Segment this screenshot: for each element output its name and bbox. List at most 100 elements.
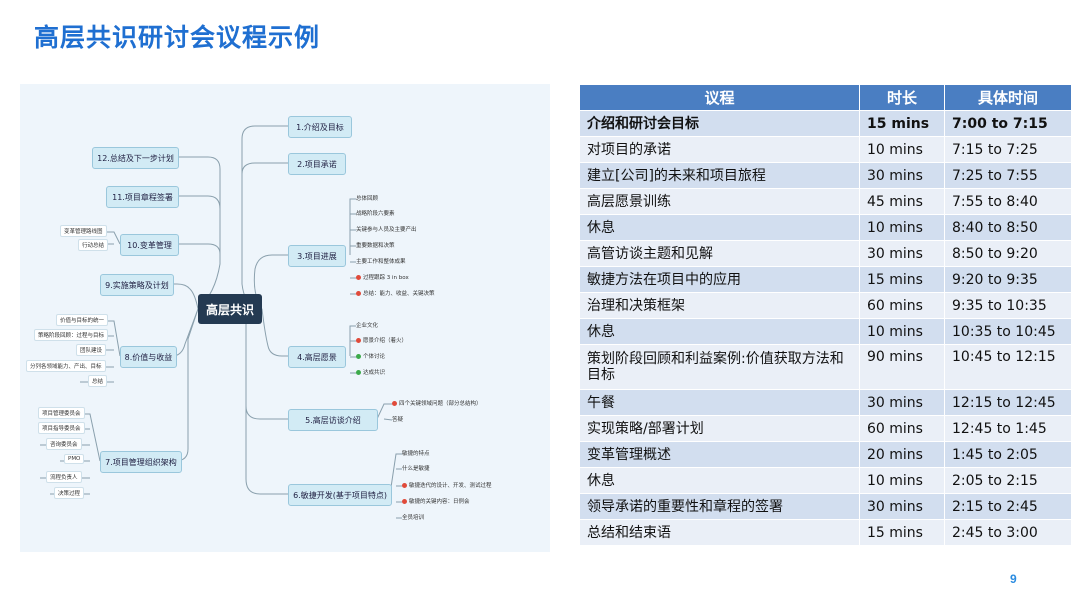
mindmap-node-6: 6.敏捷开发(基于项目特点) xyxy=(288,484,392,506)
agenda-time: 9:20 to 9:35 xyxy=(944,266,1072,293)
mindmap-image: 高层共识 1.介绍及目标 2.项目承诺 3.项目进展 4.高层愿景 5.高层访谈… xyxy=(20,84,550,552)
agenda-duration: 15 mins xyxy=(859,519,945,546)
mindmap-center-node: 高层共识 xyxy=(198,294,262,324)
agenda-time: 8:50 to 9:20 xyxy=(944,240,1072,267)
agenda-duration: 30 mins xyxy=(859,240,945,267)
column-header-time: 具体时间 xyxy=(944,84,1072,111)
agenda-time: 10:35 to 10:45 xyxy=(944,318,1072,345)
priority-red-icon xyxy=(356,290,361,296)
mindmap-leaf: 项目管理委员会 xyxy=(38,407,85,419)
agenda-time: 7:25 to 7:55 xyxy=(944,162,1072,189)
mindmap-leaf: 愿景介绍（着火） xyxy=(356,336,407,344)
agenda-duration: 45 mins xyxy=(859,188,945,215)
mindmap-leaf: 行动总结 xyxy=(78,239,109,251)
agenda-duration: 10 mins xyxy=(859,318,945,345)
mindmap-node-2: 2.项目承诺 xyxy=(288,153,346,175)
mindmap-leaf: 达成共识 xyxy=(356,368,385,376)
agenda-item: 高层愿景训练 xyxy=(579,188,860,215)
agenda-time: 12:45 to 1:45 xyxy=(944,415,1072,442)
column-header-agenda: 议程 xyxy=(579,84,860,111)
mindmap-leaf: 过程跟踪 3 in box xyxy=(356,273,409,281)
priority-red-icon xyxy=(356,274,361,280)
mindmap-node-9: 9.实施策略及计划 xyxy=(100,274,174,296)
agenda-time: 7:15 to 7:25 xyxy=(944,136,1072,163)
mindmap-leaf: 个体讨论 xyxy=(356,352,385,360)
mindmap-node-10: 10.变革管理 xyxy=(120,234,179,256)
priority-green-icon xyxy=(356,369,361,375)
priority-red-icon xyxy=(392,400,397,406)
mindmap-leaf: 答疑 xyxy=(392,417,404,423)
mindmap-leaf: 流程负责人 xyxy=(46,471,82,483)
mindmap-leaf: 敏捷的特点 xyxy=(402,451,430,457)
mindmap-node-12: 12.总结及下一步计划 xyxy=(92,147,179,169)
page-number: 9 xyxy=(1010,572,1017,586)
agenda-item: 休息 xyxy=(579,214,860,241)
agenda-item: 午餐 xyxy=(579,389,860,416)
agenda-time: 1:45 to 2:05 xyxy=(944,441,1072,468)
agenda-item: 实现策略/部署计划 xyxy=(579,415,860,442)
agenda-duration: 15 mins xyxy=(859,110,945,137)
mindmap-leaf: 分列各领域能力、产出、目标 xyxy=(26,360,106,372)
agenda-duration: 15 mins xyxy=(859,266,945,293)
agenda-duration: 10 mins xyxy=(859,136,945,163)
page-title: 高层共识研讨会议程示例 xyxy=(34,23,321,52)
priority-green-icon xyxy=(356,353,361,359)
mindmap-node-4: 4.高层愿景 xyxy=(288,346,346,368)
mindmap-leaf: 重要数据和决策 xyxy=(356,243,395,249)
agenda-time: 2:45 to 3:00 xyxy=(944,519,1072,546)
agenda-time: 7:00 to 7:15 xyxy=(944,110,1072,137)
mindmap-leaf: 四个关键领域问题（部分总结构） xyxy=(392,399,482,407)
agenda-item: 敏捷方法在项目中的应用 xyxy=(579,266,860,293)
agenda-item: 变革管理概述 xyxy=(579,441,860,468)
mindmap-leaf: 全员培训 xyxy=(402,515,425,521)
agenda-duration: 60 mins xyxy=(859,292,945,319)
mindmap-leaf: 企业文化 xyxy=(356,323,379,329)
agenda-time: 2:15 to 2:45 xyxy=(944,493,1072,520)
agenda-duration: 30 mins xyxy=(859,389,945,416)
mindmap-leaf: 变革管理路线图 xyxy=(60,225,107,237)
mindmap-leaf: 总结：能力、收益、关键决策 xyxy=(356,289,435,297)
priority-red-icon xyxy=(402,498,407,504)
mindmap-leaf: 策略阶段回顾：过程与目标 xyxy=(34,329,109,341)
agenda-item: 休息 xyxy=(579,467,860,494)
mindmap-node-7: 7.项目管理组织架构 xyxy=(100,451,182,473)
mindmap-node-3: 3.项目进展 xyxy=(288,245,346,267)
agenda-time: 10:45 to 12:15 xyxy=(944,344,1072,390)
agenda-time: 7:55 to 8:40 xyxy=(944,188,1072,215)
agenda-time: 12:15 to 12:45 xyxy=(944,389,1072,416)
agenda-item: 建立[公司]的未来和项目旅程 xyxy=(579,162,860,189)
agenda-item: 总结和结束语 xyxy=(579,519,860,546)
agenda-item: 对项目的承诺 xyxy=(579,136,860,163)
mindmap-leaf: 团队建设 xyxy=(76,344,107,356)
agenda-duration: 30 mins xyxy=(859,493,945,520)
agenda-duration: 60 mins xyxy=(859,415,945,442)
agenda-time: 8:40 to 8:50 xyxy=(944,214,1072,241)
priority-red-icon xyxy=(356,337,361,343)
mindmap-leaf: 主要工作和整体成果 xyxy=(356,259,406,265)
mindmap-leaf: 价值与目标的统一 xyxy=(56,314,109,326)
agenda-time: 9:35 to 10:35 xyxy=(944,292,1072,319)
agenda-item: 领导承诺的重要性和章程的签署 xyxy=(579,493,860,520)
agenda-duration: 90 mins xyxy=(859,344,945,390)
mindmap-leaf: 什么是敏捷 xyxy=(402,466,430,472)
mindmap-leaf: 决策过程 xyxy=(54,487,85,499)
agenda-item: 高管访谈主题和见解 xyxy=(579,240,860,267)
agenda-duration: 10 mins xyxy=(859,467,945,494)
mindmap-leaf: 战略阶段六要素 xyxy=(356,211,395,217)
mindmap-leaf: 咨询委员会 xyxy=(46,438,82,450)
